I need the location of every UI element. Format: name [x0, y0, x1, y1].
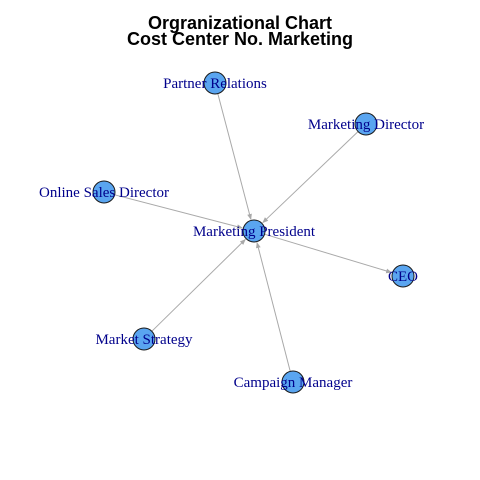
- node-label-ceo: CEO: [388, 269, 418, 285]
- edge-president-to-ceo: [264, 233, 393, 274]
- node-partner: Partner Relations: [163, 71, 267, 95]
- node-label-mdir: Marketing Director: [308, 117, 424, 133]
- chart-title: Orgranizational Chart: [147, 13, 333, 33]
- node-label-president: Marketing President: [193, 224, 316, 240]
- edge-mdir-to-president: [262, 131, 359, 224]
- edge-partner-to-president: [217, 93, 252, 220]
- node-label-campaign: Campaign Manager: [234, 375, 353, 391]
- node-circle-mdir: [354, 112, 378, 136]
- node-circle-ceo: [391, 264, 415, 288]
- chart-subtitle: Cost Center No. Marketing: [126, 29, 354, 49]
- node-campaign: Campaign Manager: [234, 370, 353, 394]
- node-label-strategy: Market Strategy: [95, 332, 193, 348]
- node-label-partner: Partner Relations: [163, 76, 267, 92]
- edges-layer: [114, 93, 393, 372]
- node-circle-partner: [203, 71, 227, 95]
- node-ceo: CEO: [388, 264, 418, 288]
- node-strategy: Market Strategy: [95, 327, 193, 351]
- node-online: Online Sales Director: [39, 180, 169, 204]
- edge-online-to-president: [114, 194, 243, 229]
- node-mdir: Marketing Director: [308, 112, 424, 136]
- node-label-online: Online Sales Director: [39, 185, 169, 201]
- node-circle-campaign: [281, 370, 305, 394]
- node-president: Marketing President: [193, 219, 316, 243]
- node-circle-president: [242, 219, 266, 243]
- node-circle-strategy: [132, 327, 156, 351]
- edge-strategy-to-president: [151, 238, 246, 332]
- node-circle-online: [92, 180, 116, 204]
- edge-campaign-to-president: [256, 242, 291, 372]
